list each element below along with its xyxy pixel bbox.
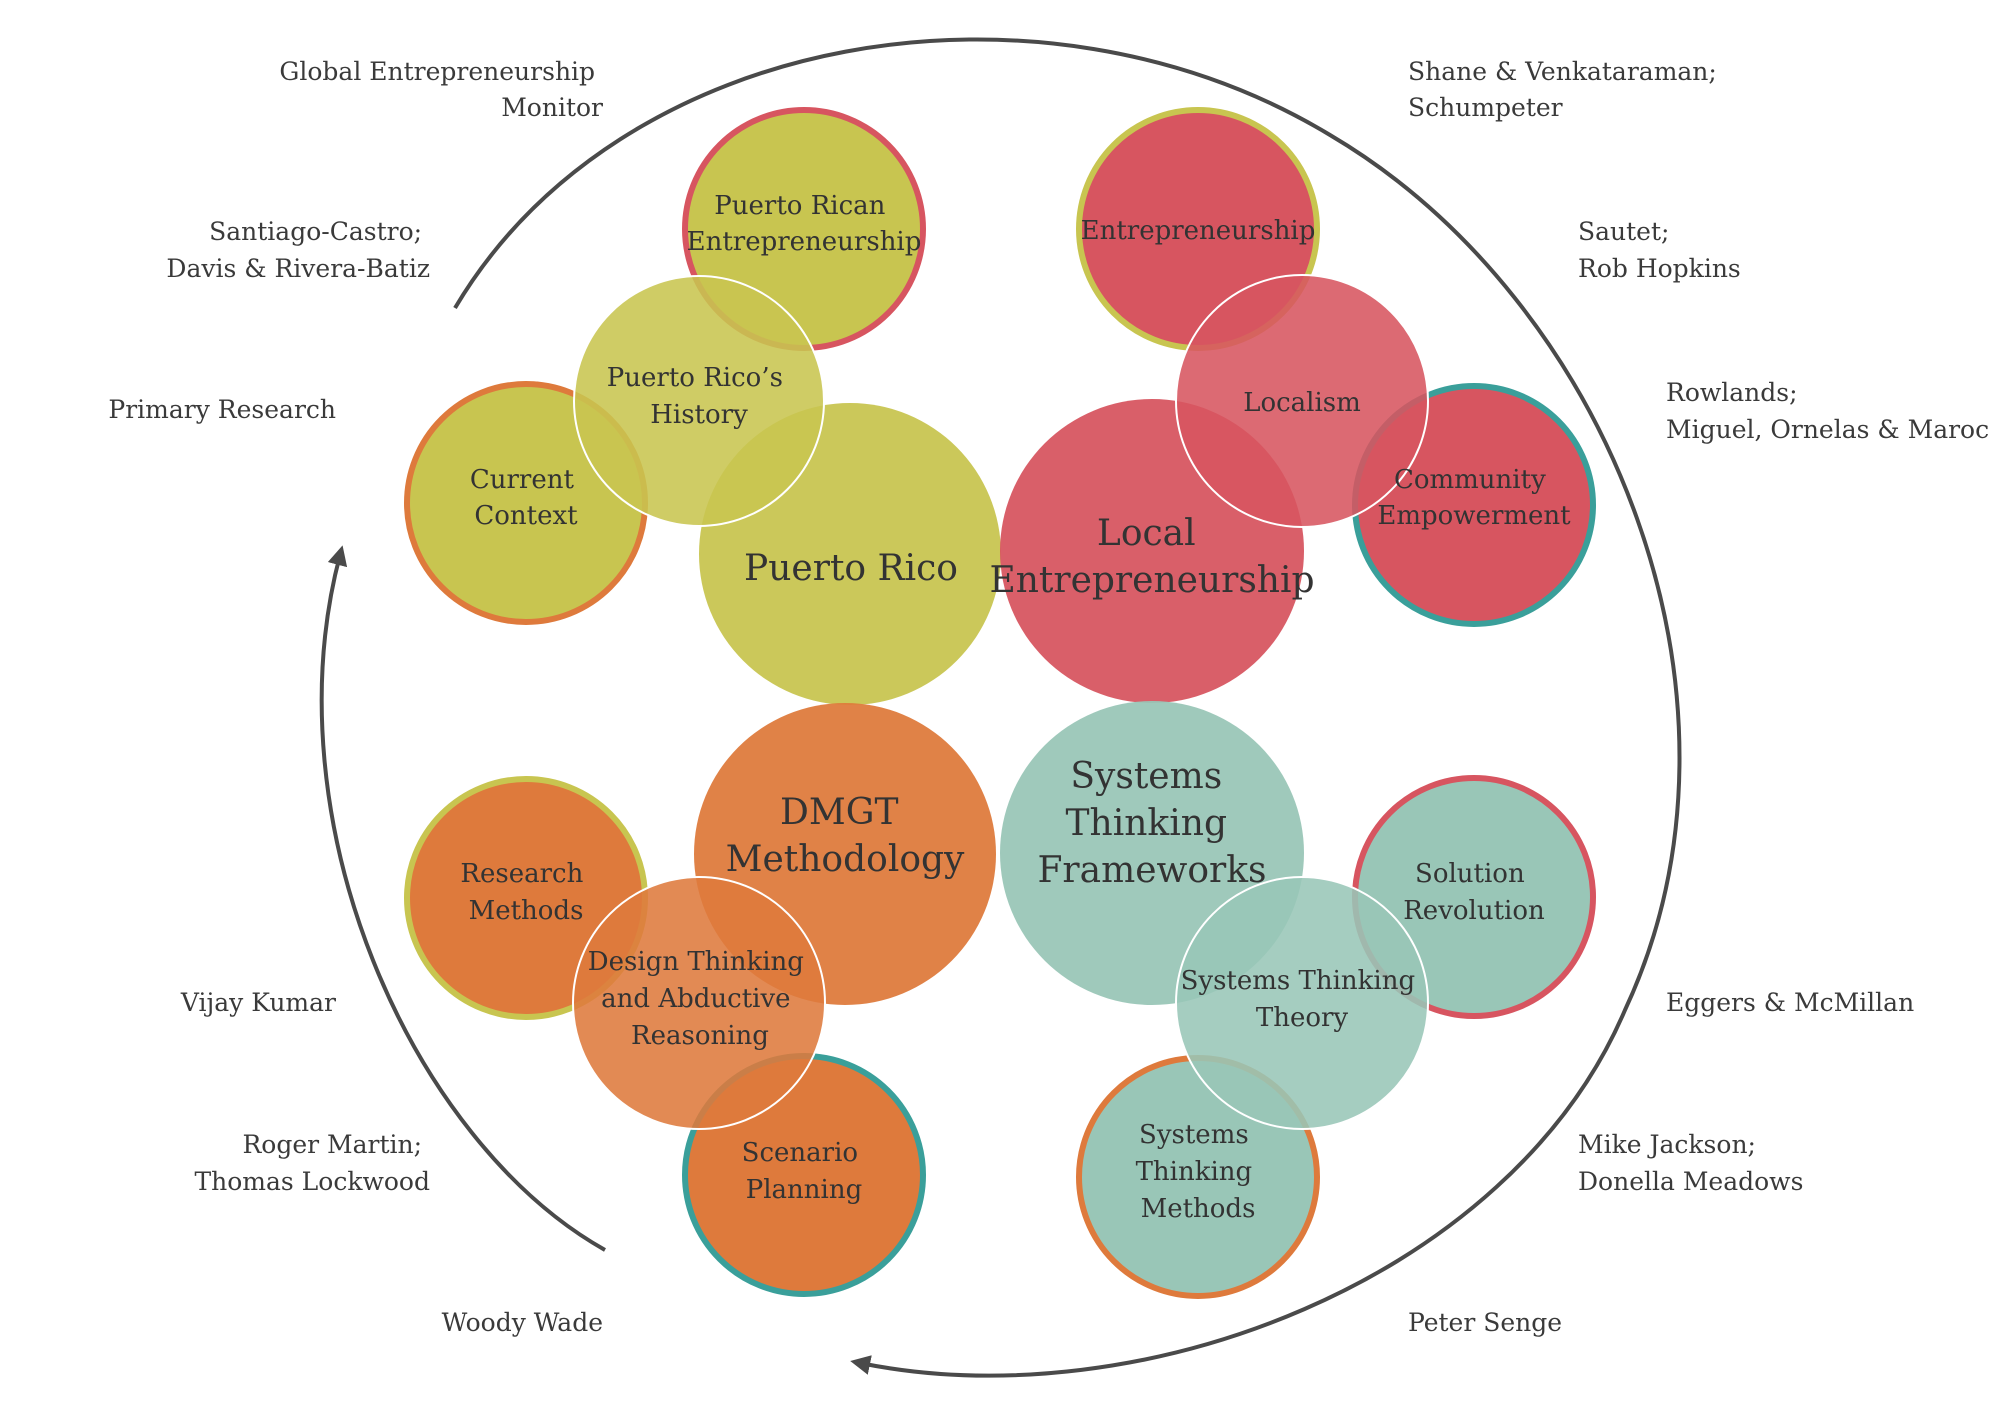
label-local-entrepreneurship: Local Entrepreneurship bbox=[989, 513, 1314, 601]
label-design-thinking: Design Thinking and Abductive Reasoning bbox=[588, 947, 812, 1051]
label-community-empowerment: Community Empowerment bbox=[1377, 465, 1571, 531]
ref-senge: Peter Senge bbox=[1408, 1308, 1562, 1337]
reference-labels: Global Entrepreneurship Monitor Santiago… bbox=[108, 57, 1990, 1337]
ref-wade: Woody Wade bbox=[442, 1308, 603, 1337]
label-pr-entrepreneurship: Puerto Rican Entrepreneurship bbox=[687, 191, 922, 257]
ref-sautet: Sautet; Rob Hopkins bbox=[1578, 217, 1741, 283]
label-current-context: Current Context bbox=[470, 465, 582, 531]
label-localism: Localism bbox=[1243, 388, 1361, 418]
topic-design-thinking[interactable] bbox=[572, 876, 826, 1130]
label-entrepreneurship: Entrepreneurship bbox=[1081, 216, 1316, 246]
label-scenario-planning: Scenario Planning bbox=[742, 1138, 867, 1205]
label-systems-thinking-theory: Systems Thinking Theory bbox=[1181, 966, 1424, 1033]
ref-santiago: Santiago-Castro; Davis & Rivera-Batiz bbox=[166, 217, 430, 283]
cycle-arrows bbox=[319, 37, 1682, 1378]
circle-labels: Puerto Rico Local Entrepreneurship DMGT … bbox=[460, 191, 1571, 1224]
ref-shane: Shane & Venkataraman; Schumpeter bbox=[1408, 57, 1725, 122]
label-dmgt: DMGT Methodology bbox=[726, 792, 965, 880]
ref-martin: Roger Martin; Thomas Lockwood bbox=[194, 1130, 430, 1196]
circle-group bbox=[404, 107, 1596, 1299]
label-solution-revolution: Solution Revolution bbox=[1403, 859, 1545, 926]
label-systems-frameworks: Systems Thinking Frameworks bbox=[1037, 756, 1266, 891]
topic-systems-thinking-theory[interactable] bbox=[1175, 876, 1429, 1130]
cycle-arrow-main bbox=[453, 37, 1682, 1378]
topic-localism[interactable] bbox=[1175, 274, 1429, 528]
topic-pr-history[interactable] bbox=[573, 275, 825, 527]
ref-jackson: Mike Jackson; Donella Meadows bbox=[1578, 1130, 1803, 1196]
cycle-arrow-left bbox=[319, 545, 606, 1252]
label-systems-thinking-methods: Systems Thinking Methods bbox=[1136, 1120, 1261, 1224]
label-puerto-rico: Puerto Rico bbox=[744, 548, 958, 589]
ref-rowlands: Rowlands; Miguel, Ornelas & Maroco bbox=[1666, 378, 1990, 444]
ref-primary: Primary Research bbox=[108, 395, 336, 424]
label-research-methods: Research Methods bbox=[460, 859, 591, 926]
ref-eggers: Eggers & McMillan bbox=[1666, 988, 1914, 1017]
label-pr-history: Puerto Rico’s History bbox=[607, 363, 791, 430]
ref-gem: Global Entrepreneurship Monitor bbox=[279, 57, 603, 122]
ref-kumar: Vijay Kumar bbox=[180, 988, 336, 1017]
